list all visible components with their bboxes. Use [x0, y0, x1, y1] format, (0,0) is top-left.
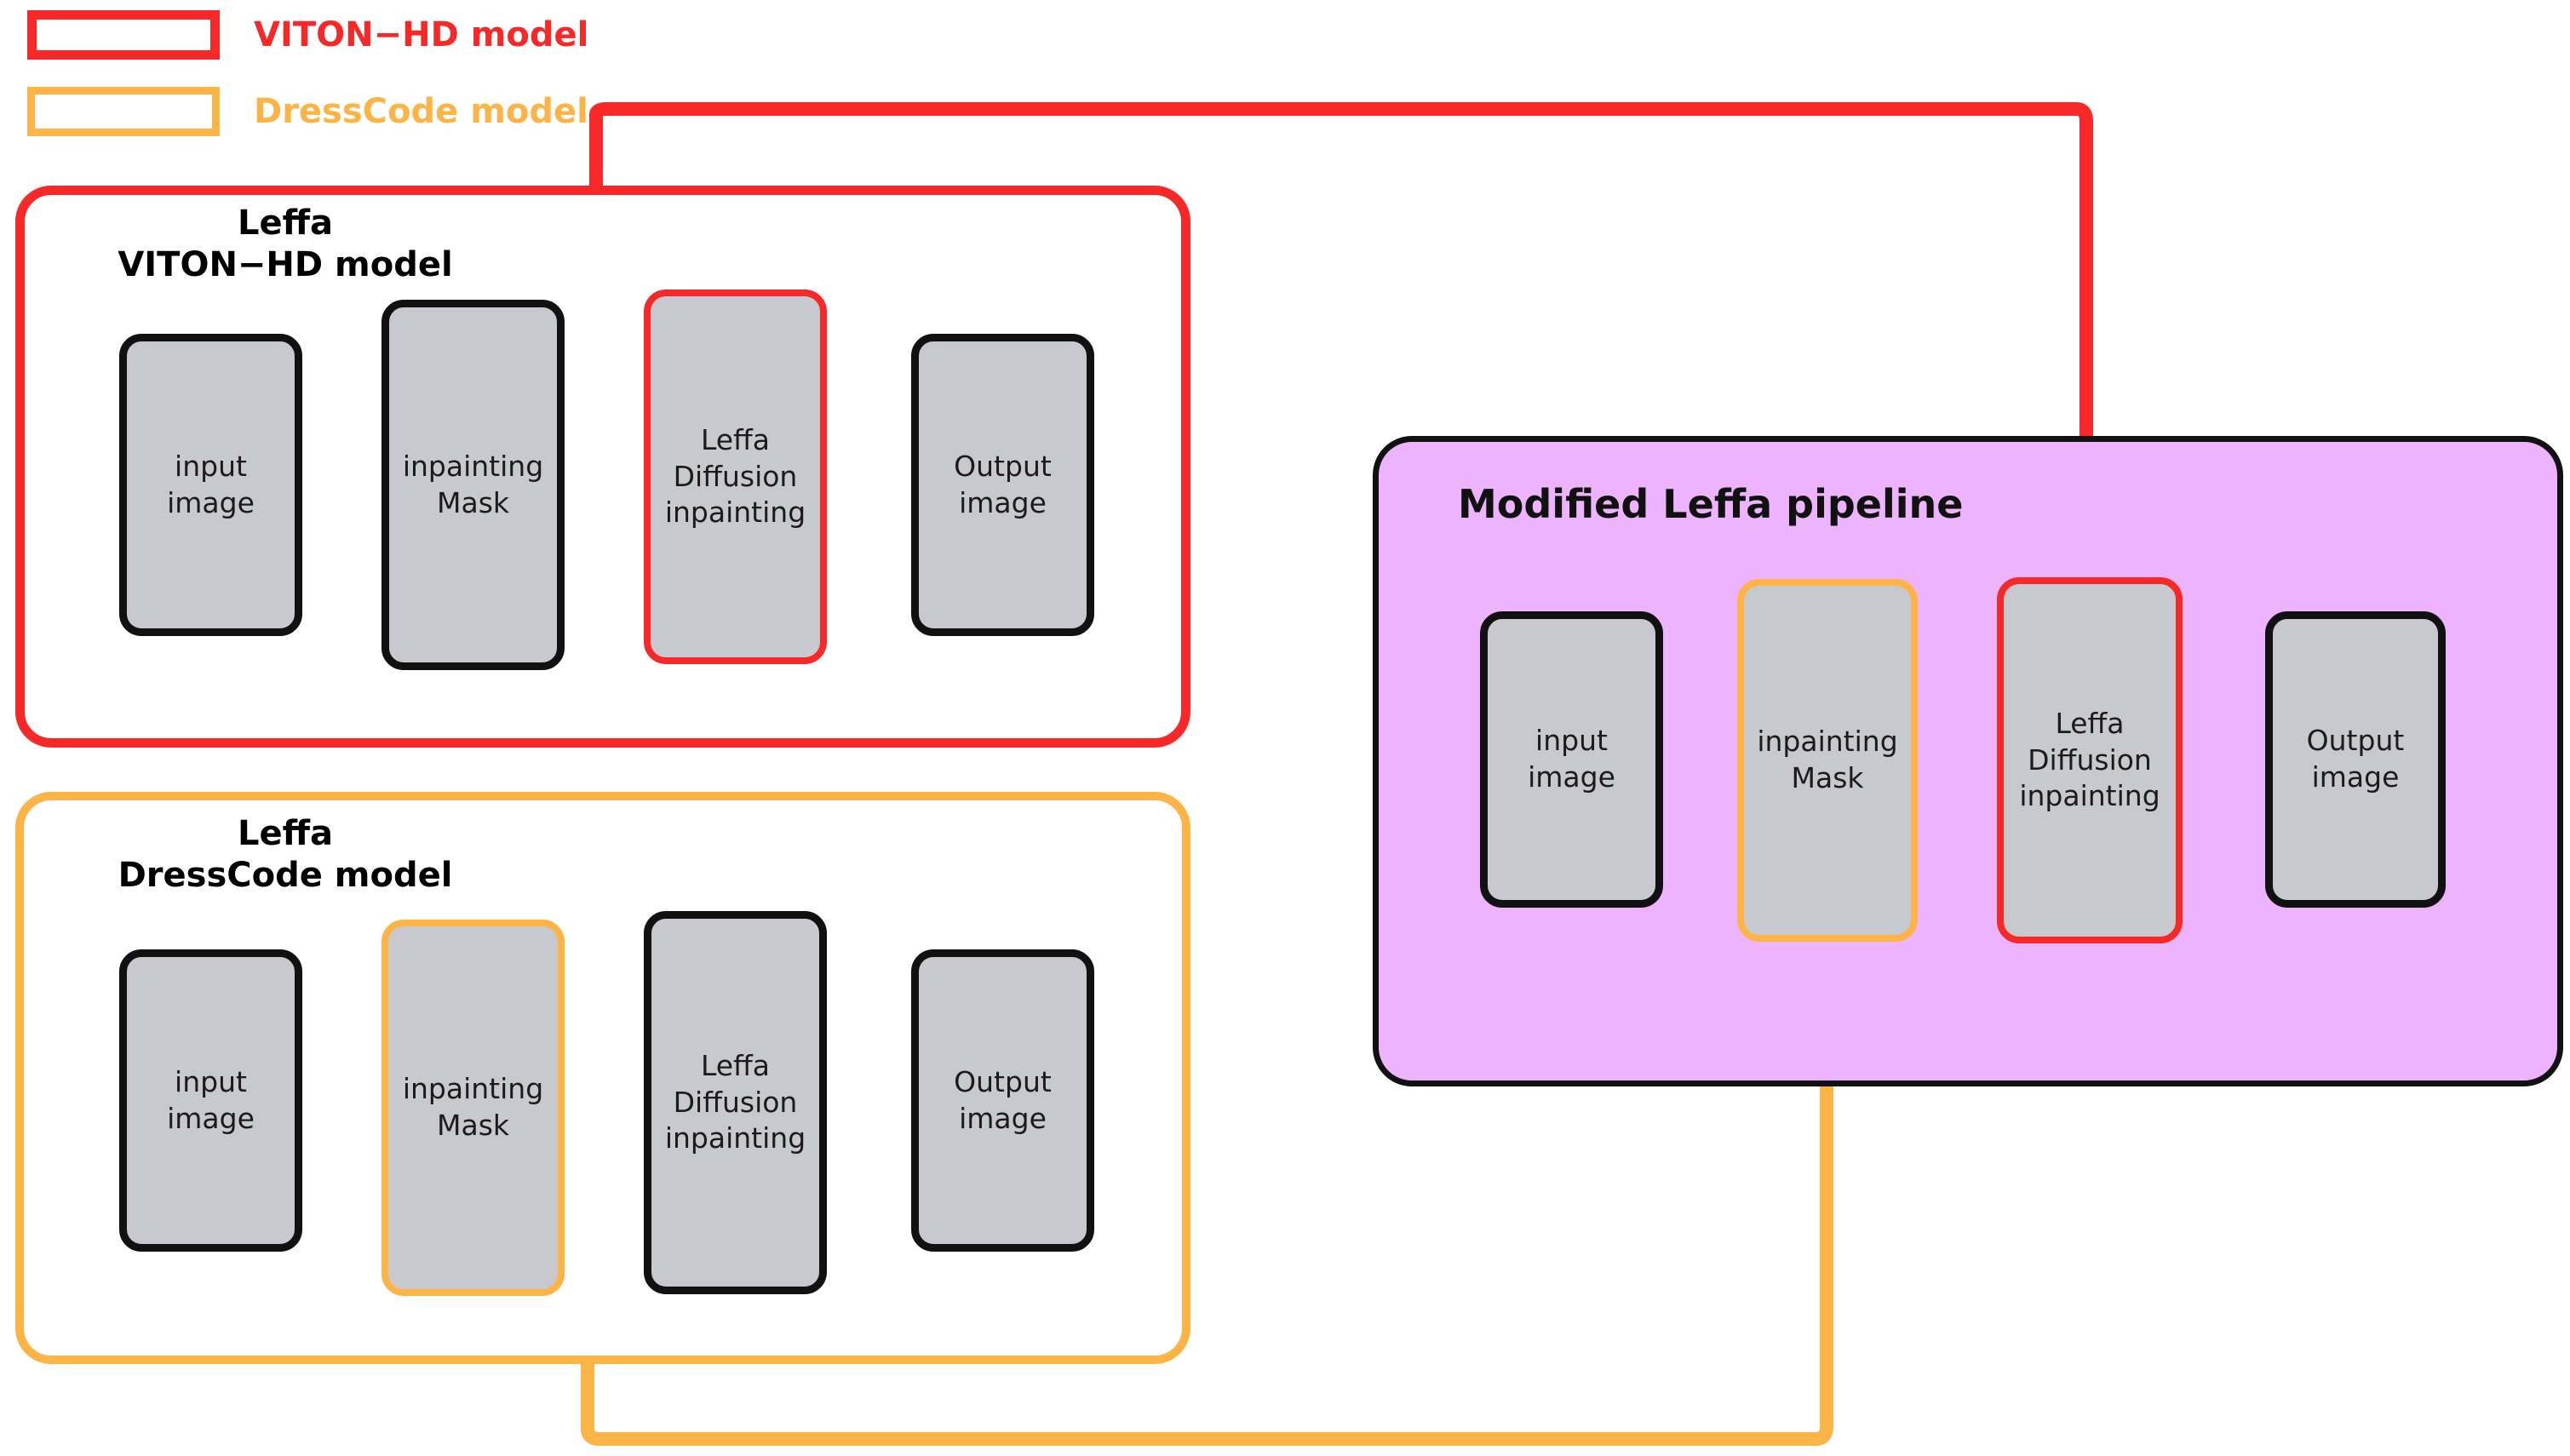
- panel-title-dresscode: Leffa DressCode model: [118, 814, 453, 895]
- node-viton-input-image[interactable]: input image: [119, 334, 302, 636]
- node-dresscode-output-image[interactable]: Output image: [911, 949, 1094, 1252]
- legend-swatch-dresscode: [27, 87, 220, 136]
- legend-label-dresscode: DressCode model: [254, 92, 588, 131]
- node-modified-inpainting-mask[interactable]: inpainting Mask: [1737, 579, 1918, 942]
- node-modified-output-image[interactable]: Output image: [2265, 611, 2446, 908]
- node-modified-input-image[interactable]: input image: [1480, 611, 1663, 908]
- node-dresscode-leffa-diffusion-inpainting[interactable]: Leffa Diffusion inpainting: [644, 911, 827, 1294]
- legend-row-dresscode: DressCode model: [27, 87, 588, 136]
- panel-title-modified-leffa-pipeline: Modified Leffa pipeline: [1458, 481, 1964, 527]
- node-modified-leffa-diffusion-inpainting[interactable]: Leffa Diffusion inpainting: [1997, 577, 2183, 943]
- node-dresscode-input-image[interactable]: input image: [119, 949, 302, 1252]
- legend-swatch-viton-hd: [27, 10, 220, 60]
- panel-title-viton-hd: Leffa VITON−HD model: [118, 203, 453, 284]
- legend-label-viton-hd: VITON−HD model: [254, 15, 589, 54]
- node-viton-output-image[interactable]: Output image: [911, 334, 1094, 636]
- node-viton-inpainting-mask[interactable]: inpainting Mask: [381, 300, 565, 670]
- legend-row-viton-hd: VITON−HD model: [27, 10, 588, 60]
- node-viton-leffa-diffusion-inpainting[interactable]: Leffa Diffusion inpainting: [644, 289, 827, 664]
- node-dresscode-inpainting-mask[interactable]: inpainting Mask: [381, 920, 565, 1296]
